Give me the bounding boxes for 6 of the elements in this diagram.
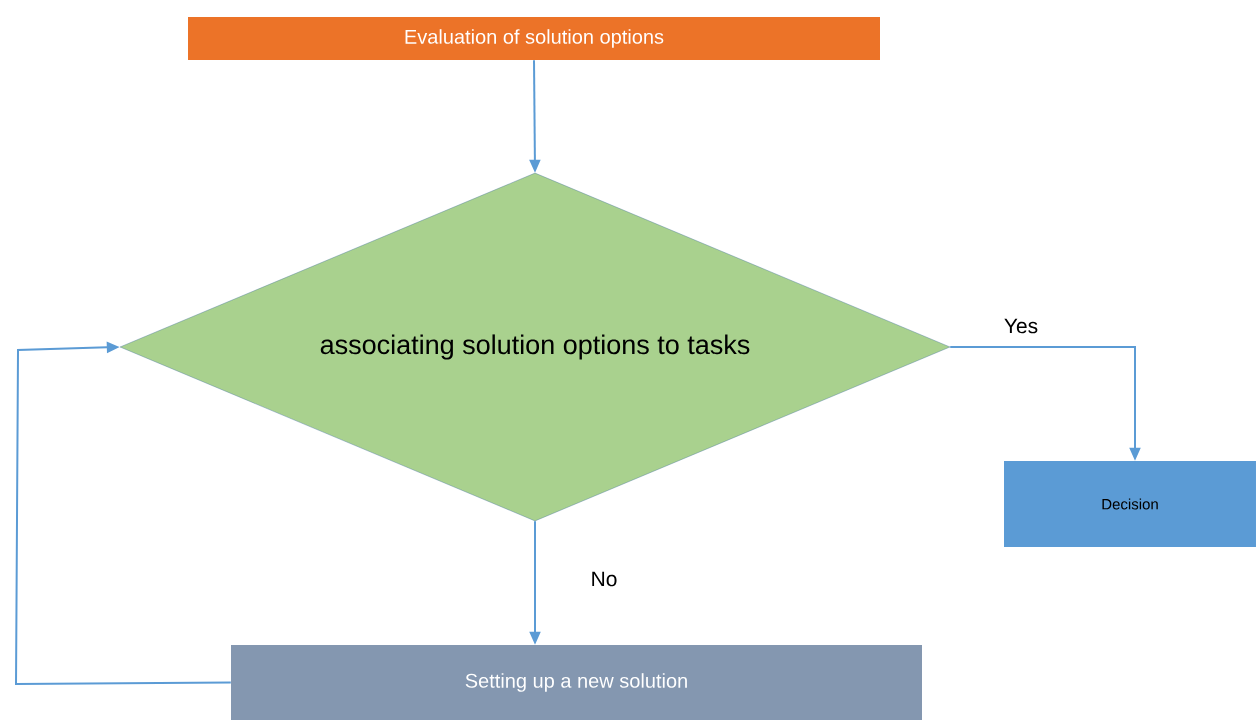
- edge-label: No: [588, 569, 620, 589]
- process-box: Setting up a new solution: [231, 645, 922, 720]
- arrow: [15, 341, 232, 685]
- process-box: Evaluation of solution options: [188, 17, 880, 60]
- process-box: Decision: [1004, 461, 1256, 547]
- edge-label: Yes: [1001, 316, 1041, 336]
